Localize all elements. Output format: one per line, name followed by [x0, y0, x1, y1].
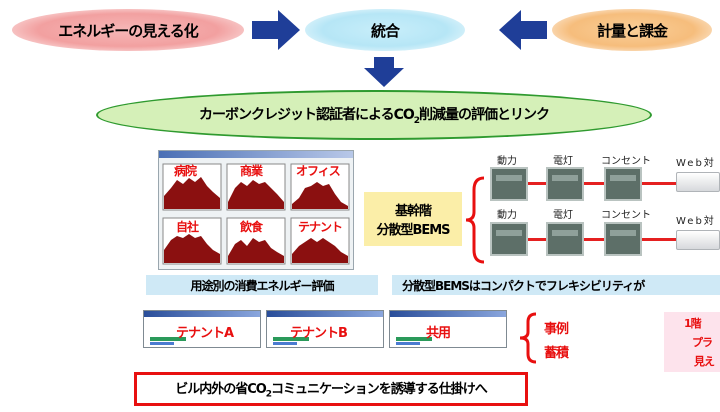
chart-panel: [158, 150, 354, 270]
tenant-window: [266, 310, 384, 348]
chart-grid: [162, 163, 350, 265]
web-label: Web対: [676, 158, 716, 169]
right-note-line1: 1階: [684, 317, 702, 330]
bottom-box: ビル内外の省CO2コミュニケーションを誘導する仕掛けへ: [134, 372, 528, 406]
right-note-line3: 見え: [694, 355, 715, 368]
right-oval: 計量と課金: [552, 9, 712, 51]
device-label: 動力: [497, 210, 517, 221]
web-server: [676, 172, 720, 192]
caption-right: 分散型BEMSはコンパクトでフレキシビリティが: [392, 275, 720, 295]
bottom-text: ビル内外の省CO2コミュニケーションを誘導する仕掛けへ: [175, 382, 488, 400]
device-label: 電灯: [553, 156, 573, 167]
down-arrow-icon: [364, 57, 404, 87]
meter-device: [604, 222, 642, 256]
connection-line: [526, 182, 676, 185]
case-line1: 事例: [544, 322, 569, 337]
chart-label-office: オフィス: [296, 164, 341, 178]
connection-line: [526, 238, 676, 241]
chart-label-hospital: 病院: [174, 164, 197, 178]
meter-device: [546, 222, 584, 256]
mini-chart: [226, 217, 286, 265]
meter-device: [546, 167, 584, 201]
mini-chart: [162, 163, 222, 211]
bems-line2: 分散型BEMS: [376, 223, 450, 238]
tenant-label: テナントA: [176, 326, 234, 341]
meter-device: [490, 222, 528, 256]
device-label: 電灯: [553, 210, 573, 221]
case-line2: 蓄積: [544, 346, 569, 361]
left-arrow-icon: [499, 10, 547, 50]
chart-label-tenant: テナント: [298, 220, 343, 234]
device-label: コンセント: [601, 210, 651, 221]
case-brace-icon: [519, 312, 537, 364]
chart-label-commercial: 商業: [240, 164, 263, 178]
mini-chart: [290, 217, 350, 265]
meter-device: [604, 167, 642, 201]
mini-chart: [162, 217, 222, 265]
tenant-label: 共用: [426, 326, 451, 341]
mini-chart: [226, 163, 286, 211]
bems-line1: 基幹階: [394, 204, 432, 219]
right-oval-label: 計量と課金: [596, 21, 668, 40]
device-label: 動力: [497, 156, 517, 167]
chart-label-own: 自社: [176, 220, 199, 234]
meter-device: [490, 167, 528, 201]
banner-text: カーボンクレジット認証者によるCO2削減量の評価とリンク: [198, 107, 550, 126]
left-oval: エネルギーの見える化: [12, 9, 244, 51]
banner-oval: カーボンクレジット認証者によるCO2削減量の評価とリンク: [96, 90, 652, 140]
center-oval: 統合: [305, 9, 465, 51]
tenant-window: [143, 310, 261, 348]
caption-left: 用途別の消費エネルギー評価: [146, 275, 378, 295]
chart-label-restaurant: 飲食: [240, 220, 263, 234]
right-arrow-icon: [252, 10, 300, 50]
left-oval-label: エネルギーの見える化: [58, 21, 199, 40]
tenant-window: [389, 310, 507, 348]
bems-brace-icon: [465, 176, 485, 264]
tenant-label: テナントB: [290, 326, 348, 341]
right-note-line2: プラ: [692, 336, 713, 349]
device-label: コンセント: [601, 156, 651, 167]
bems-box: 基幹階 分散型BEMS: [364, 192, 462, 246]
mini-chart: [290, 163, 350, 211]
right-note: [664, 312, 720, 372]
web-server: [676, 230, 720, 250]
web-label: Web対: [676, 216, 716, 227]
center-oval-label: 統合: [370, 21, 400, 40]
